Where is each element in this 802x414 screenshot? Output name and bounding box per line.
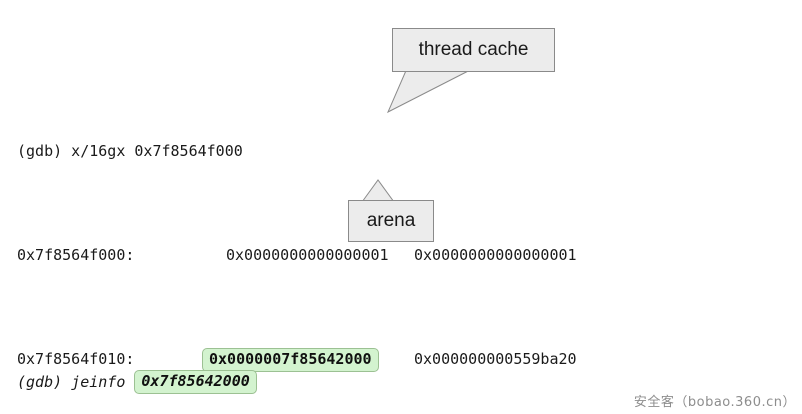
gdb-memory-dump: (gdb) x/16gx 0x7f8564f000 0x7f8564f000: …: [17, 60, 626, 414]
jeinfo-prompt: (gdb) jeinfo: [17, 373, 135, 391]
memory-address-label: 0x7f8564f000:: [17, 246, 135, 264]
thread-cache-callout-tail: [386, 65, 479, 114]
memory-value-right: 0x000000000559ba20: [414, 350, 577, 368]
callout-thread-cache-label: thread cache: [418, 39, 529, 60]
highlight-thread-cache-value: 0x0000007f85642000: [202, 348, 379, 372]
jeinfo-command-line: (gdb) jeinfo 0x7f85642000: [17, 368, 640, 396]
callout-arena: arena: [348, 200, 434, 242]
table-row: 0x7f8564f010: 0x0000007f85642000 0x00000…: [17, 346, 626, 372]
memory-value-right: 0x0000000000000001: [414, 246, 577, 264]
callout-thread-cache: thread cache: [392, 28, 555, 72]
table-row: 0x7f8564f000: 0x0000000000000001 0x00000…: [17, 242, 626, 268]
watermark: 安全客（bobao.360.cn）: [633, 395, 796, 410]
highlight-jeinfo-arg: 0x7f85642000: [134, 370, 257, 394]
memory-address-label: 0x7f8564f010:: [17, 350, 135, 368]
gdb-command-text: (gdb) x/16gx 0x7f8564f000: [17, 142, 243, 160]
jeinfo-block: (gdb) jeinfo 0x7f85642000 address 0x7f85…: [17, 332, 640, 414]
memory-value-left: 0x0000000000000001: [226, 246, 389, 264]
gdb-command-line: (gdb) x/16gx 0x7f8564f000: [17, 138, 626, 164]
callout-arena-label: arena: [366, 210, 416, 231]
